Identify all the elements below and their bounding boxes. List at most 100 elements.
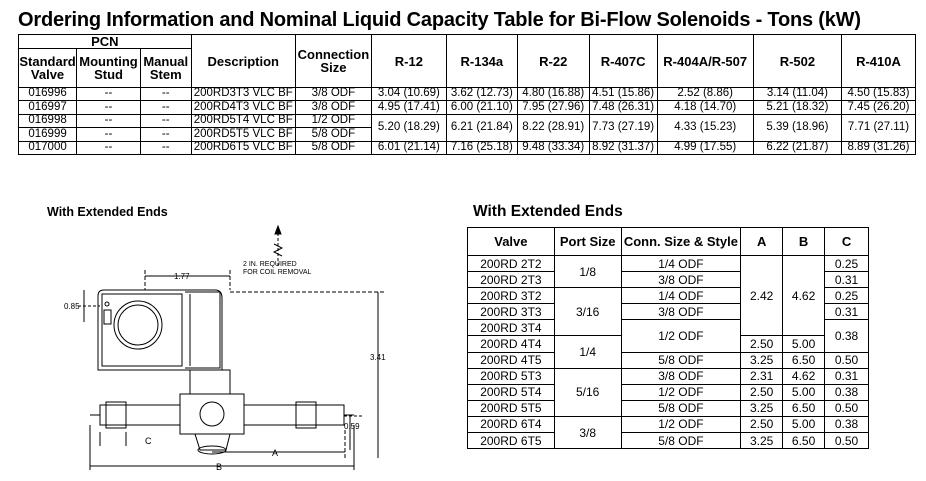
table-cell: 5/8 ODF [620, 399, 742, 417]
table-cell: 200RD 3T2 [467, 287, 555, 305]
table-cell: 6.50 [782, 351, 826, 369]
table-cell: 4.62 [782, 254, 826, 337]
table-cell: 3.62 (12.73) [445, 86, 518, 102]
r502-header: R-502 [752, 34, 842, 88]
a-header: A [740, 227, 784, 256]
table-cell: 200RD 6T4 [467, 415, 555, 434]
table-cell: 0.25 [824, 287, 869, 305]
table-row: 200RD 6T4 3/8 1/2 ODF 2.50 5.00 0.38 [467, 415, 869, 450]
extended-tubes [90, 401, 354, 429]
table-cell: 5/8 ODF [620, 432, 742, 450]
conn-size-header: Conn. Size & Style [620, 227, 742, 256]
table-cell: 5.00 [782, 415, 826, 434]
table-cell: 4.62 [782, 367, 826, 385]
table-cell: 0.31 [824, 367, 869, 385]
dim-3-41: 3.41 [370, 353, 386, 362]
table-cell: -- [139, 113, 192, 129]
table-cell: 1/2 ODF [294, 113, 372, 129]
table-cell: 0.50 [824, 432, 869, 450]
table-cell: 8.89 (31.26) [840, 140, 917, 155]
table-cell: -- [139, 100, 192, 115]
table-cell: -- [76, 113, 141, 129]
table-cell: -- [76, 100, 141, 115]
table-cell: 3.25 [740, 399, 784, 417]
table-cell: 200RD5T4 VLC BF [190, 113, 296, 129]
table-cell: 5.39 (18.96) [752, 113, 842, 142]
drawing-heading: With Extended Ends [47, 205, 168, 219]
table-cell: 5/8 ODF [294, 127, 372, 142]
solenoid-valve-drawing: 2 IN. REQUIRED FOR COIL REMOVAL 1.77 0.8… [64, 224, 386, 472]
table-row: 200RD 3T3 3/8 ODF 0.31 [467, 303, 869, 321]
page-title: Ordering Information and Nominal Liquid … [18, 9, 861, 31]
table-cell: 3.14 (11.04) [752, 86, 842, 102]
table-cell: 8.92 (31.37) [588, 140, 658, 155]
table-cell: 1/2 ODF [620, 319, 742, 353]
table-cell: 200RD 4T4 [467, 335, 555, 353]
table-cell: 016999 [17, 127, 78, 142]
table-cell: 2.50 [740, 335, 784, 353]
table-cell: 3/16 [553, 287, 622, 337]
table-row: 200RD 4T4 1/4 2.50 5.00 [467, 335, 869, 369]
table-cell: 3/8 ODF [294, 100, 372, 115]
table-cell: 3/8 ODF [620, 367, 742, 385]
table-cell: 7.73 (27.19) [588, 113, 658, 142]
table-cell: 5.00 [782, 335, 826, 353]
table-cell: 3.25 [740, 351, 784, 369]
dim-label-b: B [216, 462, 222, 472]
table-cell: 6.01 (21.14) [370, 140, 447, 155]
table-cell: 7.95 (27.96) [516, 100, 590, 115]
table-cell: 6.50 [782, 432, 826, 450]
table-cell: 5.00 [782, 383, 826, 401]
table-cell: -- [139, 86, 192, 102]
table-cell: 0.38 [824, 383, 869, 401]
table-cell: 6.21 (21.84) [445, 113, 518, 142]
table-cell: 0.31 [824, 303, 869, 321]
table-cell: 0.50 [824, 399, 869, 417]
table-cell: 017000 [17, 140, 78, 155]
dim-1-77: 1.77 [174, 272, 190, 281]
table-cell: 1/4 ODF [620, 287, 742, 305]
table-cell: 6.50 [782, 399, 826, 417]
table-cell: 5/8 ODF [294, 140, 372, 155]
table-cell: 3.04 (10.69) [370, 86, 447, 102]
table-cell: 6.22 (21.87) [752, 140, 842, 155]
table-cell: 0.50 [824, 351, 869, 369]
c-header: C [824, 227, 869, 256]
table-cell: 9.48 (33.34) [516, 140, 590, 155]
coil-removal-arrow [272, 224, 284, 268]
table-cell: 1/4 [553, 335, 622, 369]
coil-body [97, 289, 223, 371]
table-cell: 200RD 2T2 [467, 254, 555, 273]
table-cell: 0.38 [824, 319, 869, 353]
table-row: 200RD 6T5 5/8 ODF 3.25 6.50 0.50 [467, 432, 869, 450]
table-cell: 2.50 [740, 383, 784, 401]
table-cell: 200RD 3T4 [467, 319, 555, 337]
pcn-header: PCN [18, 34, 192, 49]
table-cell: 2.42 [740, 254, 784, 337]
table-cell: 3/8 ODF [294, 86, 372, 102]
description-header: Description [190, 34, 296, 88]
table-cell: -- [139, 127, 192, 142]
r407c-header: R-407C [588, 34, 658, 88]
table-cell: 1/2 ODF [620, 415, 742, 434]
table-cell: 4.18 (14.70) [656, 100, 754, 115]
port-size-header: Port Size [553, 227, 622, 256]
table-cell: 3/8 ODF [620, 271, 742, 289]
r134a-header: R-134a [445, 34, 518, 88]
table-row: 200RD 5T3 5/16 3/8 ODF 2.31 4.62 0.31 [467, 367, 869, 417]
table-cell: 3/8 [553, 415, 622, 450]
dim-0-59: 0.59 [344, 422, 360, 431]
dimensions-table: Valve Port Size Conn. Size & Style A B C… [467, 227, 869, 450]
coil-note-line1: 2 IN. REQUIRED [243, 261, 297, 268]
table-cell: 8.22 (28.91) [516, 113, 590, 142]
b-header: B [782, 227, 826, 256]
table-cell: 4.95 (17.41) [370, 100, 447, 115]
r404a-header: R-404A/R-507 [656, 34, 754, 88]
table-cell: 016996 [17, 86, 78, 102]
